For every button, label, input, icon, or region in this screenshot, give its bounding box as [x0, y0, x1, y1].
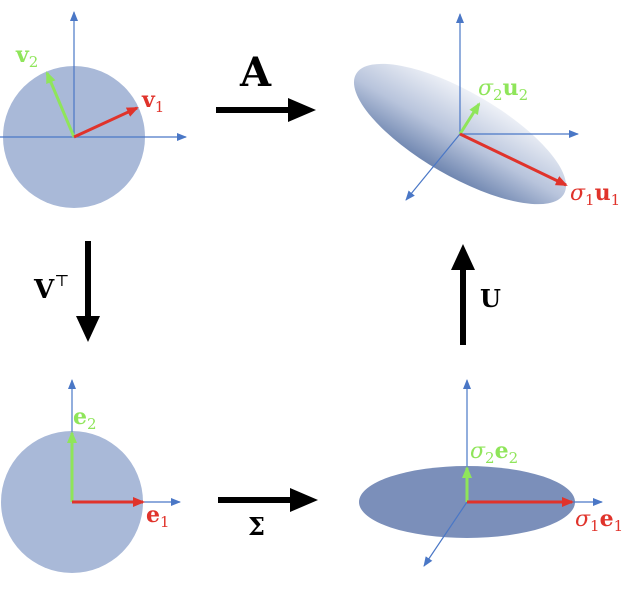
label-sigma2-e2: σ2e2 — [470, 438, 518, 467]
vector-sigma2-u2 — [458, 102, 481, 135]
vector-v2 — [45, 71, 76, 138]
vector-v1 — [73, 106, 139, 139]
u2-symbol: u — [503, 75, 519, 101]
sigma2-sub: 2 — [493, 86, 503, 104]
br-e2-symbol: e — [495, 438, 509, 464]
u1-symbol: u — [595, 180, 611, 206]
arrow-vt-head — [76, 316, 100, 342]
label-vt: V⊤ — [33, 271, 69, 305]
vector-sigma1-u1 — [459, 132, 568, 187]
vt-sup: ⊤ — [54, 271, 69, 290]
label-sigma1-e1: σ1e1 — [575, 506, 623, 535]
transform-arrow-u: U — [451, 244, 501, 345]
label-v2-sub: 2 — [29, 53, 39, 71]
br-sigma1-symbol: σ — [575, 507, 591, 532]
sigma2-symbol: σ — [478, 76, 494, 101]
br-sigma2-sub: 2 — [485, 449, 495, 467]
transform-arrow-sigma: Σ — [218, 488, 318, 541]
label-v1-base: v — [141, 87, 156, 113]
panel-bottom-left: e2 e1 — [1, 379, 181, 573]
label-sigma2-u2: σ2u2 — [478, 75, 528, 104]
label-e1: e1 — [146, 502, 170, 531]
panel-top-right: σ2u2 σ1u1 — [353, 13, 620, 209]
e2-sub: 2 — [87, 415, 97, 433]
u2-sub: 2 — [519, 86, 529, 104]
panel-top-left: v2 v1 — [0, 11, 187, 208]
sigma1-sub: 1 — [585, 191, 595, 209]
sigma1-symbol: σ — [570, 181, 586, 206]
panel-bottom-right: σ2e2 σ1e1 — [359, 379, 623, 567]
e1-sub: 1 — [160, 513, 170, 531]
label-v2: v2 — [15, 42, 38, 71]
label-sigma: Σ — [248, 512, 265, 541]
br-e1-symbol: e — [600, 506, 614, 532]
arrow-sigma-head — [290, 488, 318, 512]
label-a: A — [239, 49, 272, 96]
label-u: U — [480, 284, 501, 313]
axis-z — [423, 501, 468, 567]
br-sigma1-sub: 1 — [590, 517, 600, 535]
label-e2: e2 — [73, 404, 97, 433]
arrow-a-head — [288, 98, 316, 122]
label-sigma1-u1: σ1u1 — [570, 180, 620, 209]
axis-z — [405, 133, 461, 201]
br-e1-sub: 1 — [614, 517, 624, 535]
transform-arrow-vt: V⊤ — [33, 241, 100, 342]
arrow-u-head — [451, 244, 475, 270]
e2-base: e — [73, 404, 87, 430]
label-v2-base: v — [15, 42, 30, 68]
e1-base: e — [146, 502, 160, 528]
br-e2-sub: 2 — [509, 449, 519, 467]
u1-sub: 1 — [611, 191, 621, 209]
label-v1-sub: 1 — [155, 98, 165, 116]
label-v1: v1 — [141, 87, 164, 116]
br-sigma2-symbol: σ — [470, 439, 486, 464]
vt-base: V — [33, 275, 55, 305]
transform-arrow-a: A — [216, 49, 316, 122]
